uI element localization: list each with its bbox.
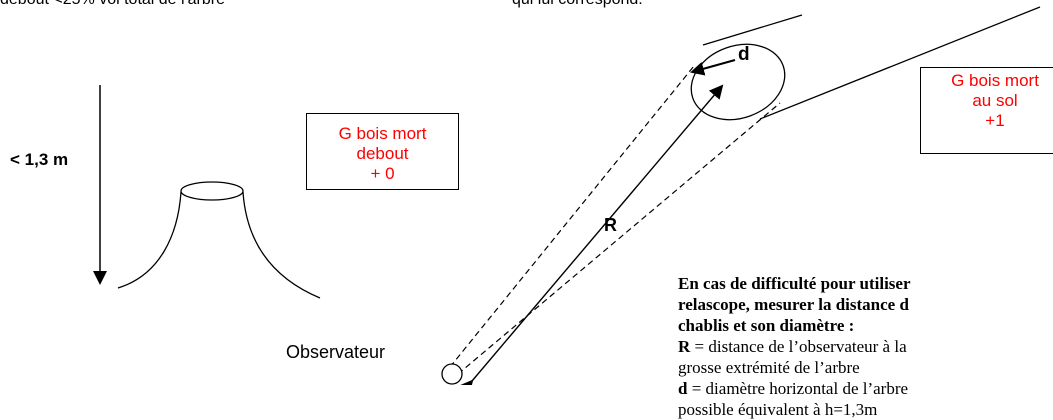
instructions-heading-3: chablis et son diamètre : <box>678 316 855 335</box>
ground-box-line-1: G bois mort <box>951 71 1039 90</box>
stump-shape <box>117 181 321 299</box>
instructions-heading-1: En cas de difficulté pour utiliser <box>678 274 911 293</box>
diagram-canvas <box>93 6 1041 385</box>
definition-r-cont: grosse extrémité de l’arbre <box>678 358 860 377</box>
distance-label: R <box>604 215 617 235</box>
top-center-text: qui lui correspond. <box>512 0 643 9</box>
instructions-heading-2: relascope, mesurer la distance d <box>678 295 909 314</box>
definition-d-text: = diamètre horizontal de l’arbre <box>687 379 909 398</box>
distance-arrow <box>458 84 724 385</box>
stump-height-label: < 1,3 m <box>10 150 69 169</box>
definition-r-text: = distance de l’observateur à la <box>690 337 907 356</box>
top-left-text: debout <25% vol total de l'arbre <box>0 0 225 9</box>
definition-d-cont: possible équivalent à h=1,3m <box>678 400 878 419</box>
ground-box-line-2: au sol <box>972 91 1018 110</box>
standing-box-line-2: debout <box>356 144 409 163</box>
standing-box-line-3: + 0 <box>370 164 395 183</box>
ground-deadwood-box: G bois mort au sol +1 <box>920 67 1053 154</box>
definition-r: R = distance de l’observateur à la <box>678 336 1053 357</box>
instructions-block: En cas de difficulté pour utiliser relas… <box>678 273 1053 420</box>
definition-d: d = diamètre horizontal de l’arbre <box>678 378 1053 399</box>
observer-label: Observateur <box>286 342 386 362</box>
fallen-log-shape <box>690 6 1041 121</box>
ground-box-line-3: +1 <box>985 111 1005 130</box>
diameter-arrow-right <box>691 59 736 73</box>
standing-box-line-1: G bois mort <box>338 124 427 143</box>
definition-r-symbol: R <box>678 337 691 356</box>
observer-circle <box>441 363 463 385</box>
standing-deadwood-box: G bois mort debout + 0 <box>306 113 459 190</box>
diameter-label: d <box>738 44 750 65</box>
